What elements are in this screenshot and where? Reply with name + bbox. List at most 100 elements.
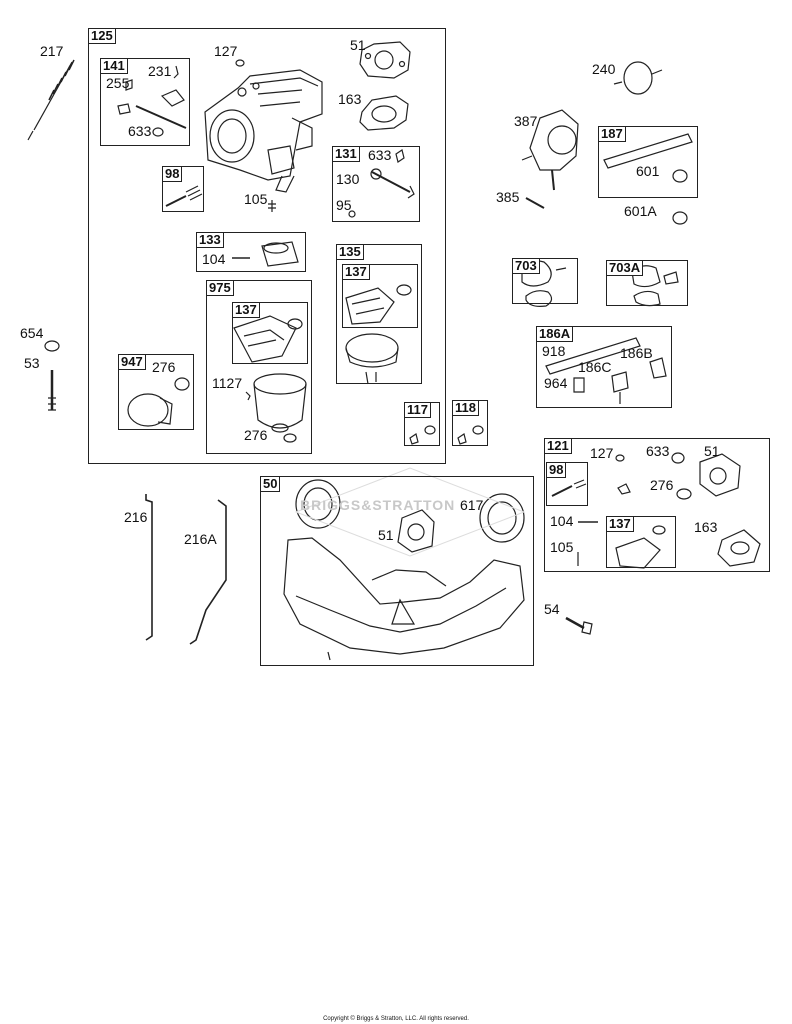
group-125	[88, 28, 446, 464]
callout-240: 240	[592, 61, 616, 77]
callout-633-a: 633	[128, 123, 152, 139]
callout-104-a: 104	[202, 251, 226, 267]
callout-633-c: 633	[646, 443, 670, 459]
tag-137-a: 137	[233, 303, 260, 318]
tag-98-b: 98	[547, 463, 567, 478]
callout-104-b: 104	[550, 513, 574, 529]
tag-947: 947	[119, 355, 146, 370]
tag-137-c: 137	[607, 517, 634, 532]
callout-276-a: 276	[152, 359, 176, 375]
part-133-choke	[232, 241, 299, 267]
tag-118: 118	[453, 401, 479, 416]
part-121-kit	[551, 452, 761, 569]
callout-186B: 186B	[620, 345, 653, 361]
tag-133: 133	[197, 233, 224, 248]
group-137-c	[606, 516, 676, 568]
callout-387: 387	[514, 113, 538, 129]
tag-98-a: 98	[163, 167, 183, 182]
callout-385: 385	[496, 189, 520, 205]
callout-654: 654	[20, 325, 44, 341]
callout-130: 130	[336, 171, 360, 187]
part-186A-line	[545, 337, 667, 404]
part-217-spring-rod	[27, 59, 75, 141]
part-131-kit	[348, 149, 415, 218]
watermark-diamond	[294, 467, 526, 557]
part-98-screw	[165, 185, 203, 207]
callout-51-b: 51	[704, 443, 720, 459]
callout-255: 255	[106, 75, 130, 91]
part-141-kit	[117, 65, 187, 137]
callout-105-b: 105	[550, 539, 574, 555]
group-137-a	[232, 302, 308, 364]
callout-53: 53	[24, 355, 40, 371]
callout-127-b: 127	[590, 445, 614, 461]
tag-141: 141	[101, 59, 128, 74]
callout-601A: 601A	[624, 203, 657, 219]
tag-135: 135	[337, 245, 364, 260]
callout-918: 918	[542, 343, 566, 359]
group-187	[598, 126, 698, 198]
tag-703A: 703A	[607, 261, 644, 276]
part-187-fuel-line	[603, 133, 693, 225]
copyright-notice: Copyright © Briggs & Stratton, LLC. All …	[323, 1016, 469, 1022]
part-654-53	[44, 340, 60, 411]
callout-276-c: 276	[650, 477, 674, 493]
group-703A	[606, 260, 688, 306]
callout-633-b: 633	[368, 147, 392, 163]
callout-231: 231	[148, 63, 172, 79]
tag-121: 121	[545, 439, 572, 454]
part-135-float	[345, 284, 412, 385]
part-163-gasket-top	[359, 95, 409, 131]
callout-216: 216	[124, 509, 148, 525]
tag-125: 125	[89, 29, 116, 44]
group-121	[544, 438, 770, 572]
tag-137-b: 137	[343, 265, 370, 280]
callout-216A: 216A	[184, 531, 217, 547]
group-118	[452, 400, 488, 446]
group-703	[512, 258, 578, 304]
callout-51-c: 51	[378, 527, 394, 543]
watermark-text: BRIGGS&STRATTON	[300, 497, 456, 513]
group-135	[336, 244, 422, 384]
part-105-jet	[268, 200, 276, 212]
part-947-solenoid	[127, 377, 190, 427]
tag-131: 131	[333, 147, 360, 162]
tag-186A: 186A	[537, 327, 574, 342]
part-51-gasket-top	[359, 41, 411, 79]
group-98-b	[546, 462, 588, 506]
group-133	[196, 232, 306, 272]
callout-127-a: 127	[214, 43, 238, 59]
part-385-screw	[525, 197, 545, 209]
part-54-bolt	[565, 616, 593, 635]
group-117	[404, 402, 440, 446]
callout-95: 95	[336, 197, 352, 213]
callout-186C: 186C	[578, 359, 612, 375]
part-50-manifold	[283, 479, 525, 661]
part-216A-rod	[189, 499, 227, 645]
callout-163-b: 163	[694, 519, 718, 535]
group-975	[206, 280, 312, 454]
part-127-ball	[235, 59, 245, 67]
callout-1127: 1127	[212, 375, 243, 391]
tag-703: 703	[513, 259, 540, 274]
callout-601: 601	[636, 163, 660, 179]
tag-50: 50	[261, 477, 281, 492]
group-137-b	[342, 264, 418, 328]
callout-276-b: 276	[244, 427, 268, 443]
group-947	[118, 354, 194, 430]
tag-975: 975	[207, 281, 234, 296]
callout-617: 617	[460, 497, 484, 513]
group-98-a	[162, 166, 204, 212]
part-216-rod	[145, 494, 153, 641]
callout-54: 54	[544, 601, 560, 617]
tag-187: 187	[599, 127, 626, 142]
callout-105-a: 105	[244, 191, 268, 207]
part-117-118	[409, 425, 484, 445]
part-975-bowl	[233, 315, 307, 443]
group-141	[100, 58, 190, 146]
callout-51-a: 51	[350, 37, 366, 53]
part-125-carburetor-body	[204, 69, 323, 193]
callout-964: 964	[544, 375, 568, 391]
group-131	[332, 146, 420, 222]
